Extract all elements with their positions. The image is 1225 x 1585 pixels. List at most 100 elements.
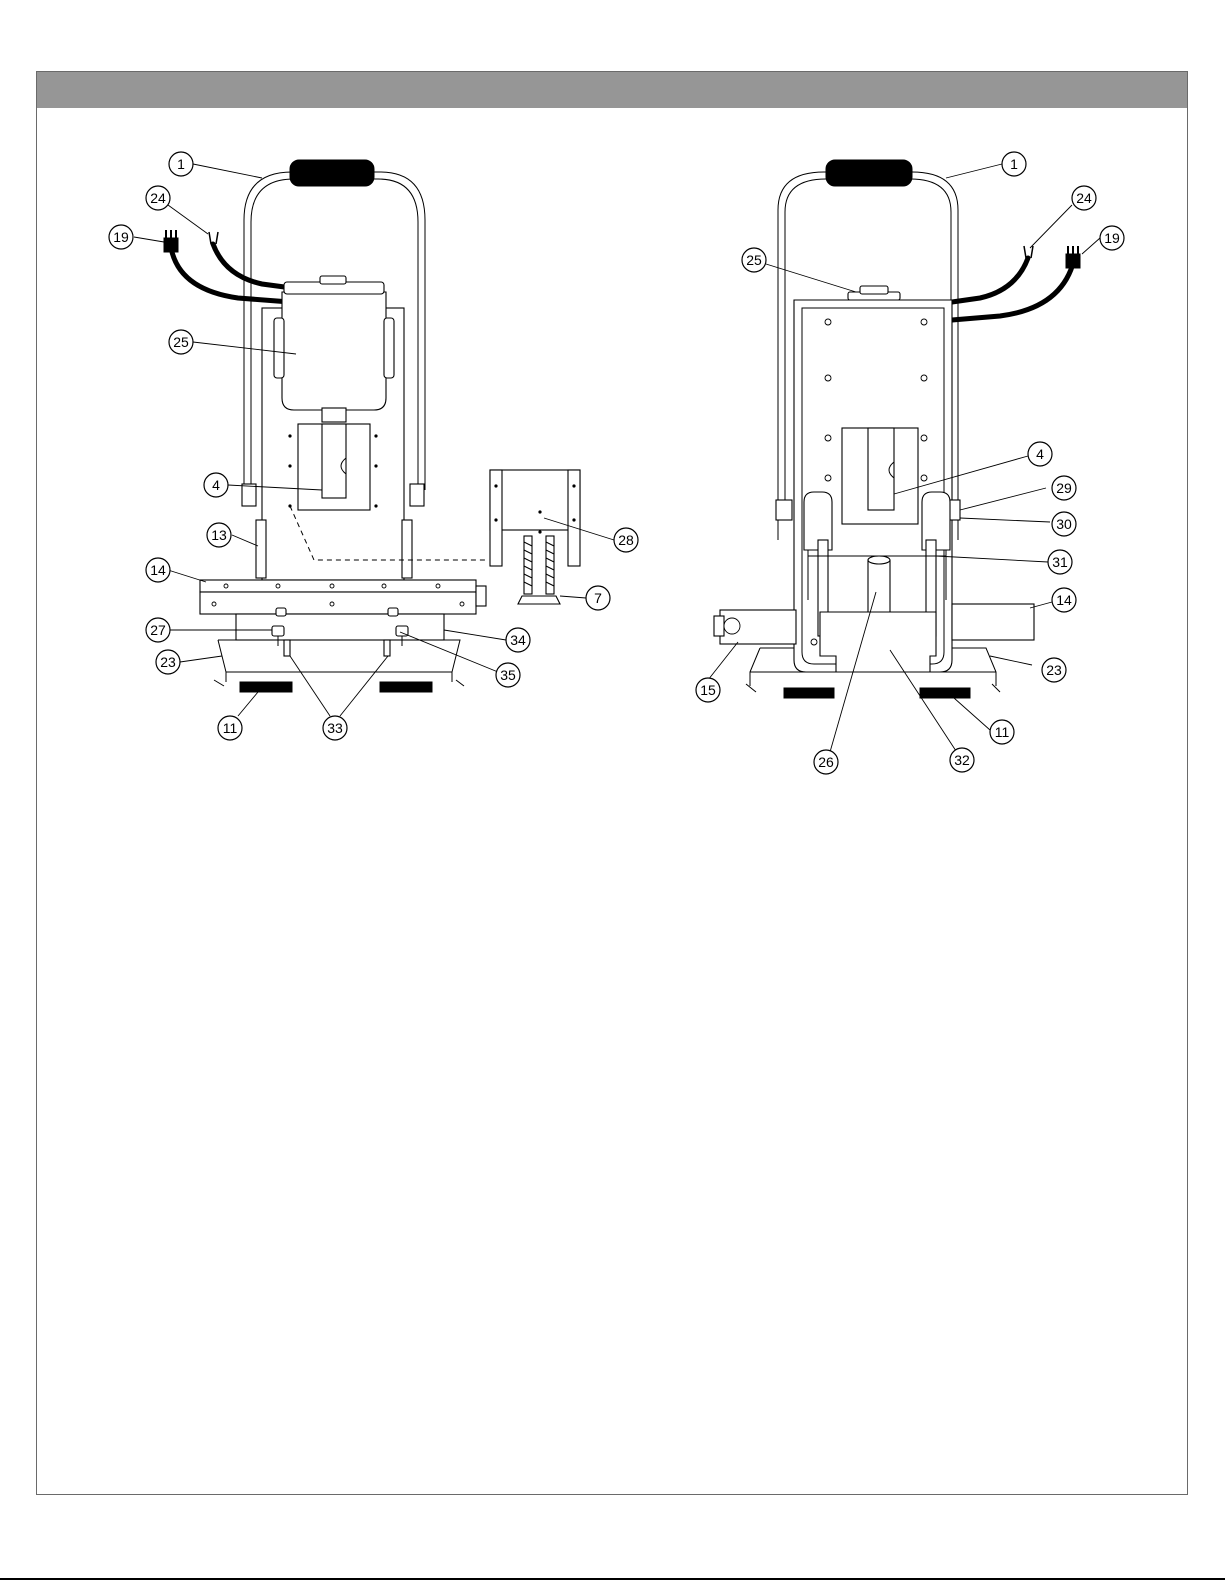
svg-text:27: 27 [150,622,166,638]
svg-text:7: 7 [594,590,602,606]
svg-text:35: 35 [500,667,516,683]
svg-text:23: 23 [1046,662,1062,678]
clamp-right [410,484,424,506]
svg-text:24: 24 [150,190,166,206]
foot-right [920,688,970,698]
callout-24-back: 24 [1072,186,1096,210]
svg-text:25: 25 [173,334,189,350]
svg-text:31: 31 [1052,554,1068,570]
callout-30: 30 [1052,512,1076,536]
svg-text:14: 14 [150,562,166,578]
callout-24: 24 [146,186,170,210]
callout-27: 27 [146,618,170,642]
punch-holder-right-flange [568,470,580,566]
callout-29: 29 [1052,476,1076,500]
callout-1-back: 1 [1002,152,1026,176]
svg-text:25: 25 [746,252,762,268]
svg-text:11: 11 [995,724,1010,740]
plug-icon [164,230,178,252]
plug-icon [1066,246,1080,268]
motor-knob [320,276,346,284]
svg-text:28: 28 [618,532,634,548]
handle-grip [826,160,912,186]
svg-text:24: 24 [1076,190,1092,206]
adjustment-screw [518,536,560,604]
svg-text:33: 33 [327,720,343,736]
callout-33: 33 [323,716,347,740]
chip-tray [820,612,936,672]
svg-text:23: 23 [160,654,176,670]
callout-34: 34 [506,628,530,652]
svg-text:11: 11 [223,720,238,736]
svg-text:30: 30 [1056,516,1072,532]
svg-text:19: 19 [113,229,129,245]
callout-4-back: 4 [1028,442,1052,466]
callout-7: 7 [586,586,610,610]
post-left [284,640,290,656]
callout-13: 13 [207,523,231,547]
rail-end [714,616,724,636]
base-frame [218,640,460,682]
punch-holder-left-flange [490,470,502,566]
svg-text:1: 1 [1010,156,1018,172]
svg-text:4: 4 [212,477,220,493]
callout-23-back: 23 [1042,658,1066,682]
callout-32: 32 [950,748,974,772]
foot-left [784,688,834,698]
clamp-left [776,500,792,520]
die-punch [868,560,890,620]
callout-14: 14 [146,558,170,582]
motor-coupler [322,408,346,422]
svg-text:4: 4 [1036,446,1044,462]
foot-left [240,682,292,692]
clamp-left [242,484,256,506]
handle-grip [290,160,374,186]
callout-25: 25 [169,330,193,354]
bracket-right [402,520,412,578]
control-cord [213,244,292,288]
punch-holder [490,470,580,530]
svg-text:14: 14 [1056,592,1072,608]
post-right [384,640,390,656]
svg-text:13: 13 [211,527,227,543]
rail-body [200,592,476,614]
rail-top [200,580,476,592]
knob-left-icon [272,626,284,646]
motor-body [282,292,386,410]
punch-ram [868,428,894,510]
motor-knob [860,286,888,294]
callout-26: 26 [814,750,838,774]
motor-lug-right [384,318,394,378]
callout-19-back: 19 [1100,226,1124,250]
svg-text:32: 32 [954,752,970,768]
svg-text:19: 19 [1104,230,1120,246]
svg-text:26: 26 [818,754,834,770]
knob-right-icon [396,626,408,646]
callout-4: 4 [204,473,228,497]
right-view: 1 24 19 25 4 29 30 31 14 15 23 11 26 32 [696,152,1124,774]
callout-19: 19 [109,225,133,249]
callout-31: 31 [1048,550,1072,574]
power-cord [952,260,1074,320]
callout-25-back: 25 [742,248,766,272]
callout-15: 15 [696,678,720,702]
foot-right [380,682,432,692]
callout-11-back: 11 [990,720,1014,744]
power-cord [172,252,290,302]
callout-14-back: 14 [1052,588,1076,612]
callout-28: 28 [614,528,638,552]
motor-lug-left [274,318,284,378]
rail-end [476,586,486,606]
base-plate [236,614,444,640]
svg-text:15: 15 [700,682,716,698]
bracket-left [256,520,266,578]
left-view: 1 24 19 25 4 13 14 28 7 27 34 23 35 11 3… [109,152,638,740]
svg-text:29: 29 [1056,480,1072,496]
callout-1: 1 [169,152,193,176]
control-cord [952,258,1028,302]
svg-text:1: 1 [177,156,185,172]
svg-text:34: 34 [510,632,526,648]
callout-35: 35 [496,663,520,687]
callout-11: 11 [218,716,242,740]
